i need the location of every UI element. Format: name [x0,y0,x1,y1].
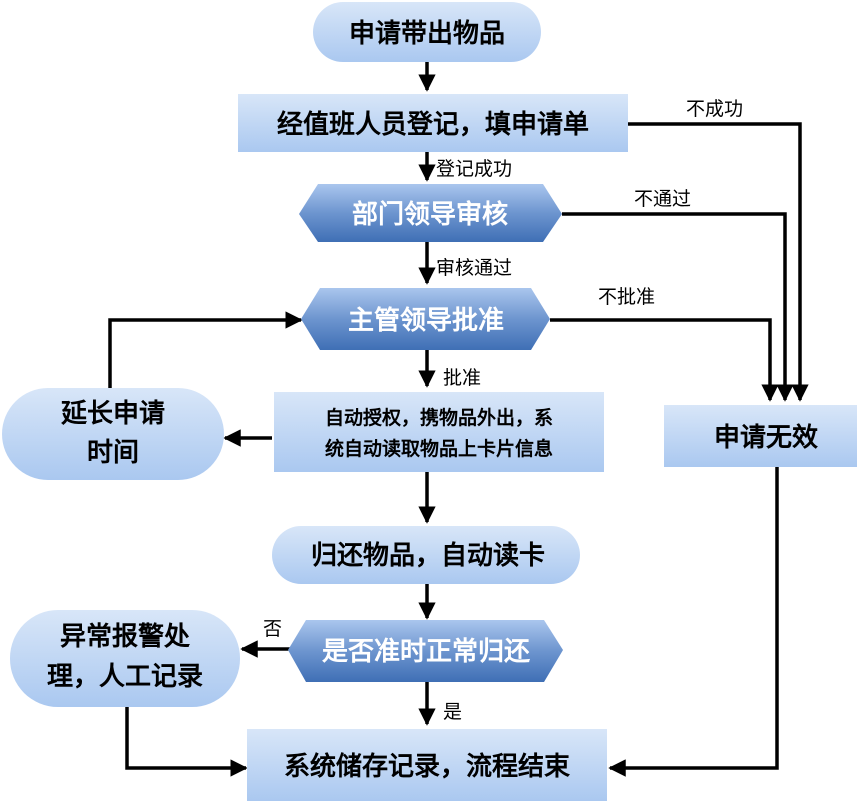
node-manager-label: 主管领导批准 [348,305,504,336]
node-manager-shape [301,288,550,350]
label-register-fail: 不成功 [686,98,743,120]
node-ontime-shape [288,620,563,682]
node-extend-line1: 延长申请 [60,399,165,429]
edge-labels: 登记成功 不成功 审核通过 不通过 批准 不批准 否 是 [263,98,743,723]
node-extend-shape [2,388,224,480]
label-manager-ok: 批准 [443,367,481,389]
label-dept-ok: 审核通过 [436,257,512,279]
edge-exception-end [125,707,248,777]
node-end: 系统储存记录，流程结束 [247,729,607,801]
label-ontime-yes: 是 [443,701,462,723]
node-manager: 主管领导批准 [301,288,550,350]
edge-register-invalid [628,122,809,402]
edge-invalid-end [608,467,779,777]
node-auth-shape [274,392,604,472]
node-auth-line2: 统自动读取物品上卡片信息 [325,437,553,460]
node-return-shape [272,526,580,584]
node-end-label: 系统储存记录，流程结束 [284,751,571,782]
connectors [108,62,809,777]
node-exception-shape [10,610,240,707]
node-dept: 部门领导审核 [299,184,562,242]
label-register-ok: 登记成功 [436,158,512,180]
node-extend: 延长申请 时间 [2,388,224,480]
node-invalid: 申请无效 [664,405,857,467]
node-request-label: 申请带出物品 [349,19,505,49]
edge-manager-invalid [550,318,779,402]
edge-extend-manager [108,311,303,388]
node-ontime-label: 是否准时正常归还 [322,637,531,667]
node-register-label: 经值班人员登记，填申请单 [277,109,589,140]
node-request-shape [313,2,541,62]
node-return-label: 归还物品，自动读卡 [311,540,545,571]
node-dept-shape [299,184,562,242]
node-auth-line1: 自动授权，携物品外出，系 [325,406,553,429]
node-register-shape [238,94,628,152]
node-invalid-label: 申请无效 [714,422,818,453]
node-exception-line1: 异常报警处 [60,621,190,652]
node-extend-line2: 时间 [87,438,139,468]
node-ontime: 是否准时正常归还 [288,620,563,682]
node-dept-label: 部门领导审核 [352,199,508,230]
edge-dept-invalid [562,212,794,402]
node-exception: 异常报警处 理，人工记录 [10,610,240,707]
node-exception-line2: 理，人工记录 [47,662,203,692]
label-ontime-no: 否 [263,618,282,640]
node-invalid-shape [664,405,857,467]
node-end-shape [247,729,607,801]
label-dept-fail: 不通过 [634,188,691,210]
node-return: 归还物品，自动读卡 [272,526,580,584]
node-request: 申请带出物品 [313,2,541,62]
node-auth: 自动授权，携物品外出，系 统自动读取物品上卡片信息 [274,392,604,472]
node-register: 经值班人员登记，填申请单 [238,94,628,152]
label-manager-fail: 不批准 [598,286,655,308]
